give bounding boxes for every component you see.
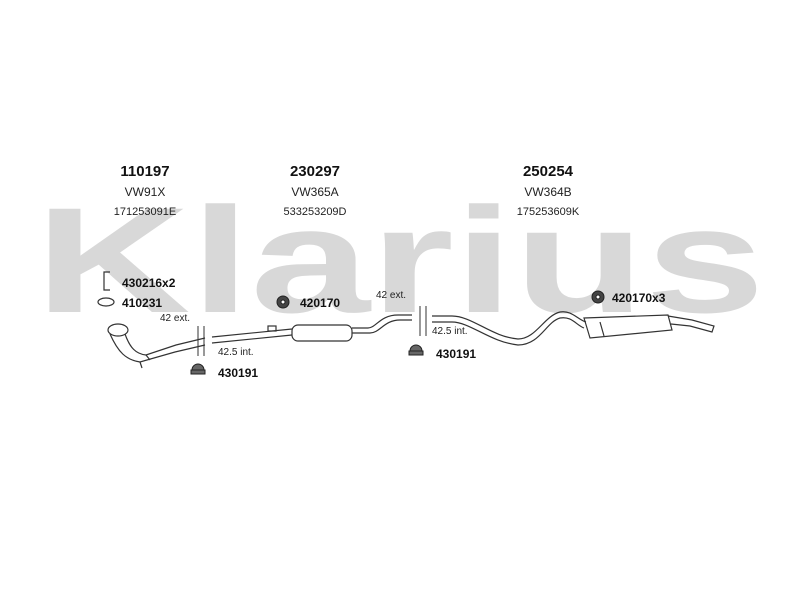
front-pipe-part [107,323,206,369]
accessory-label: 430191 [436,347,477,361]
dimension-label: 42.5 int. [432,326,468,337]
clamp-bracket-icon [408,344,424,356]
joint-marker [197,306,427,356]
oem-number: 171253091E [113,206,177,218]
watermark-logo: Klarius [35,176,765,344]
dimension-label: 42 ext. [376,290,407,301]
rubber-mount-icon [591,290,605,304]
middle-pipe-part [211,314,412,344]
rubber-mount-icon [276,295,290,309]
part-ref: VW365A [291,185,339,199]
accessory-label: 430191 [218,366,259,380]
part-ref: VW364B [524,185,572,199]
accessory-label: 420170 [300,296,341,310]
clamp-bracket-icon [190,363,206,375]
dimension-label: 42 ext. [160,313,191,324]
oem-number: 533253209D [283,206,347,218]
oem-number: 175253609K [516,206,580,218]
gasket-icon [97,297,115,307]
part-number: 230297 [289,163,341,180]
accessory-label: 430216x2 [122,276,176,290]
rear-pipe-part [432,311,715,346]
part-number: 250254 [522,163,574,180]
part-ref: VW91X [124,185,166,199]
accessory-label: 420170x3 [612,291,666,305]
dimension-label: 42.5 int. [218,347,254,358]
accessory-label: 410231 [122,296,163,310]
part-number: 110197 [120,163,170,180]
clamp-icon [103,271,110,291]
